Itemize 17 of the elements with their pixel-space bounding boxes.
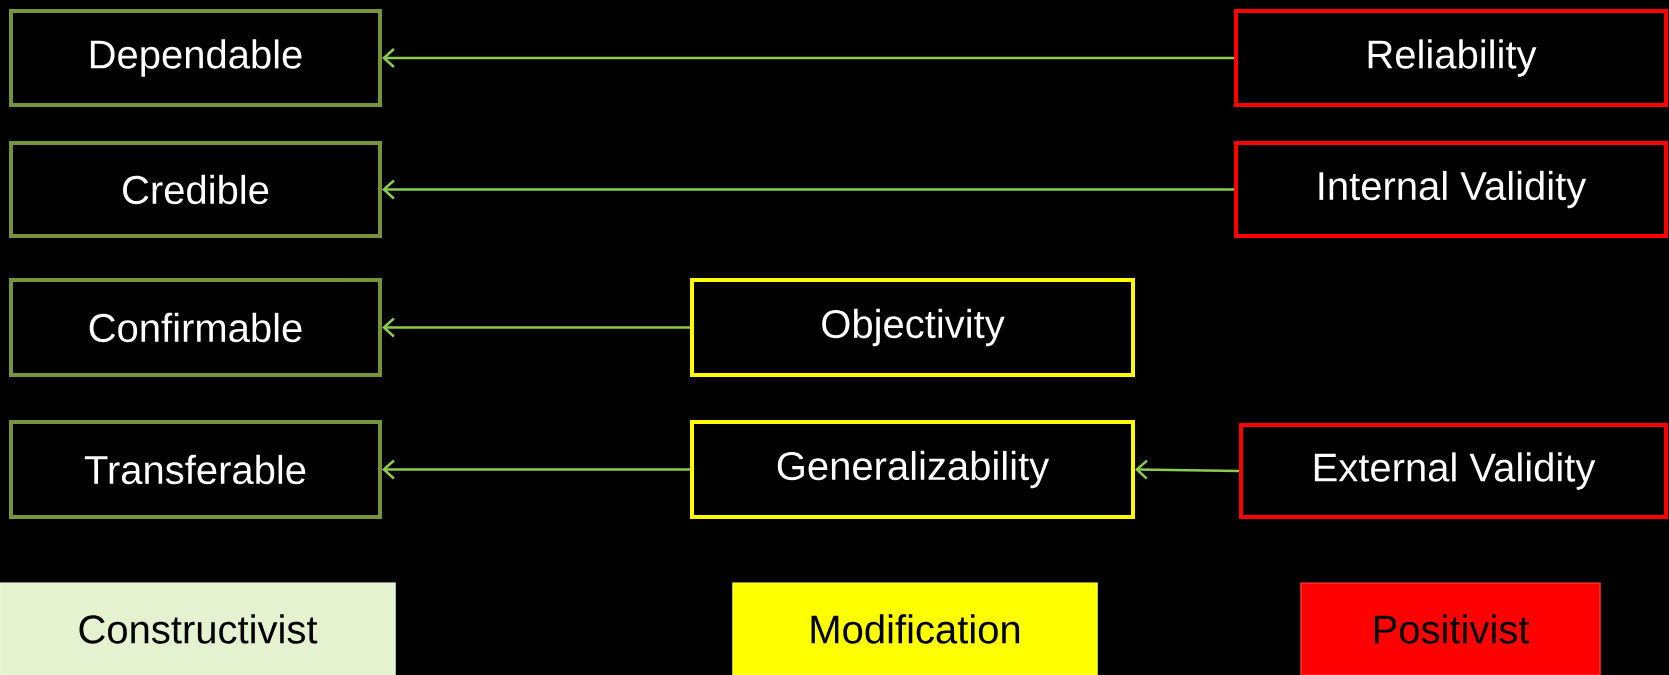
term-box: Confirmable <box>9 278 382 377</box>
arrow <box>382 179 1234 200</box>
term-box: Credible <box>9 141 382 238</box>
term-box: Reliability <box>1234 9 1668 107</box>
term-box: Dependable <box>9 9 382 107</box>
paradigm-band: Constructivist <box>0 582 396 675</box>
arrow <box>382 459 690 480</box>
paradigm-band: Positivist <box>1300 582 1601 675</box>
term-box: Generalizability <box>690 420 1135 519</box>
term-box: Transferable <box>9 420 382 519</box>
term-box: Internal Validity <box>1234 141 1668 238</box>
term-box: External Validity <box>1239 423 1668 519</box>
paradigm-band: Modification <box>732 582 1098 675</box>
term-box: Objectivity <box>690 278 1135 377</box>
arrow <box>382 317 690 338</box>
arrow <box>1135 459 1240 480</box>
arrow <box>382 48 1234 68</box>
